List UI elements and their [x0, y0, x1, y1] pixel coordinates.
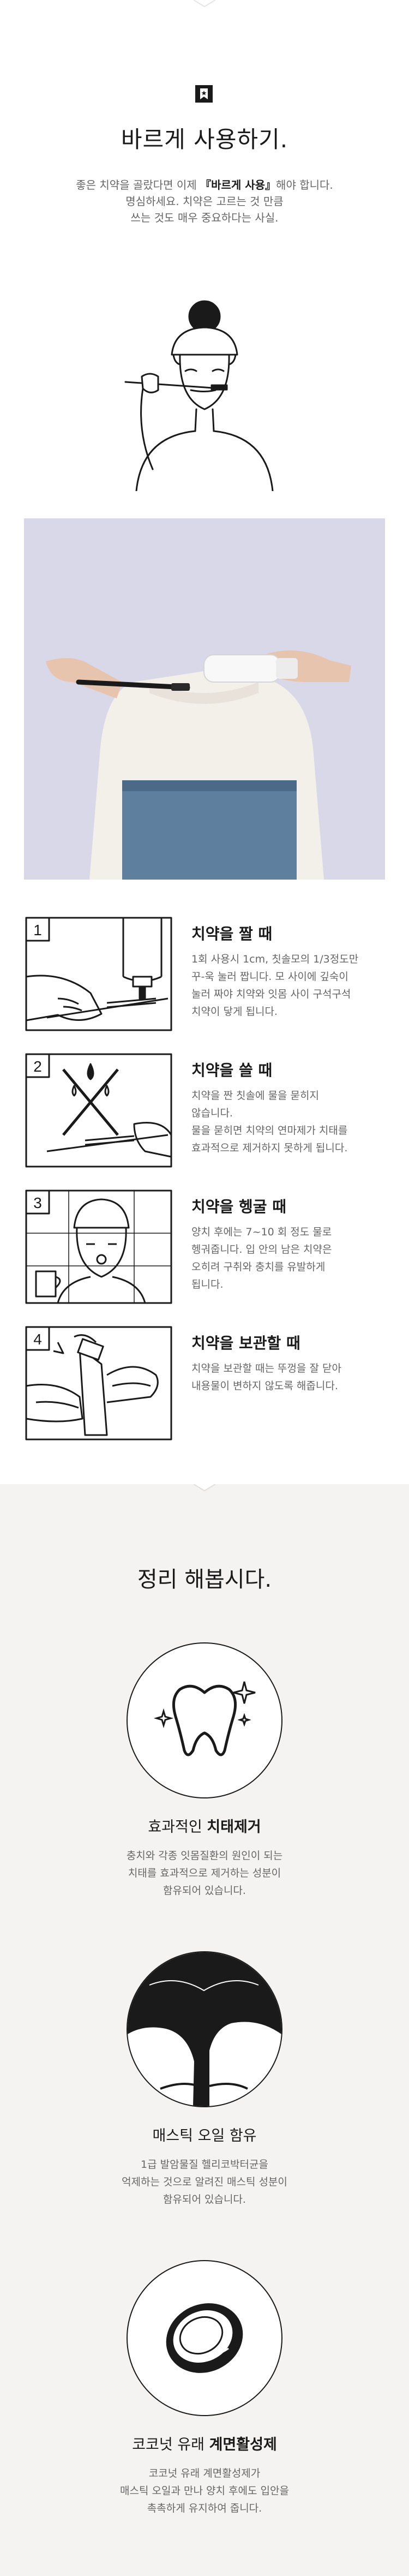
step-4-title: 치약을 보관할 때: [191, 1334, 300, 1352]
feature-3: 코코넛 유래 계면활성제 코코넛 유래 계면활성제가 매스틱 오일과 만나 양치…: [0, 2432, 409, 2517]
step-1-title: 치약을 짤 때: [191, 925, 273, 943]
usage-section: 바르게 사용하기. 좋은 치약을 골랐다면 이제 『바르게 사용』해야 합니다.…: [0, 0, 409, 1441]
feature-3-circle: [127, 2260, 282, 2416]
bookmark-star-icon: [195, 85, 213, 103]
usage-title: 바르게 사용하기.: [121, 126, 288, 153]
intro-line-2: 명심하세요. 치약은 고르는 것 만큼: [125, 195, 284, 208]
section-notch: [194, 0, 215, 8]
tooth-sparkle-icon: [153, 1681, 256, 1756]
intro-line-1: 좋은 치약을 골랐다면 이제 『바르게 사용』해야 합니다.: [76, 178, 333, 192]
rinse-mouth-icon: 3: [25, 1190, 172, 1304]
feature-1-circle: [127, 1642, 282, 1798]
svg-text:3: 3: [33, 1194, 42, 1211]
feature-1-text: 충치와 각종 잇몸질환의 원인이 되는 치태를 효과적으로 제거하는 성분이 함…: [126, 1850, 283, 1897]
summary-title: 정리 해봅시다.: [137, 1567, 272, 1592]
feature-3-text: 코코넛 유래 계면활성제가 매스틱 오일과 만나 양치 후에도 입안을 촉촉하게…: [120, 2467, 289, 2514]
svg-text:1: 1: [33, 922, 42, 939]
svg-text:4: 4: [33, 1331, 42, 1348]
svg-text:2: 2: [33, 1058, 42, 1075]
feature-2-title: 매스틱 오일 함유: [152, 2127, 257, 2144]
step-2-title: 치약을 쓸 때: [191, 1061, 273, 1079]
mastic-tree-icon: [128, 1952, 281, 2106]
intro-line-3: 쓰는 것도 매우 중요하다는 사실.: [130, 211, 279, 224]
feature-2-text: 1급 발암물질 헬리코박터균을 억제하는 것으로 알려진 매스틱 성분이 함유되…: [122, 2159, 287, 2206]
no-water-icon: 2: [25, 1053, 172, 1168]
brushing-person-illustration: [124, 300, 274, 491]
intro-highlight: 『바르게 사용』: [200, 178, 276, 192]
step-3-title: 치약을 헹굴 때: [191, 1198, 287, 1216]
feature-2-circle: [127, 1951, 282, 2107]
squeeze-toothpaste-icon: 1: [25, 917, 172, 1031]
usage-intro: 좋은 치약을 골랐다면 이제 『바르게 사용』해야 합니다. 명심하세요. 치약…: [0, 177, 409, 226]
coconut-icon: [166, 2303, 243, 2373]
feature-2: 매스틱 오일 함유 1급 발암물질 헬리코박터균을 억제하는 것으로 알려진 매…: [0, 2124, 409, 2208]
section-notch: [194, 1484, 215, 1492]
feature-3-title: 코코넛 유래 계면활성제: [132, 2436, 277, 2453]
close-cap-icon: 4: [25, 1326, 172, 1441]
feature-1: 효과적인 치태제거 충치와 각종 잇몸질환의 원인이 되는 치태를 효과적으로 …: [0, 1815, 409, 1899]
brushing-photo: [24, 518, 385, 880]
feature-1-title: 효과적인 치태제거: [148, 1819, 261, 1836]
